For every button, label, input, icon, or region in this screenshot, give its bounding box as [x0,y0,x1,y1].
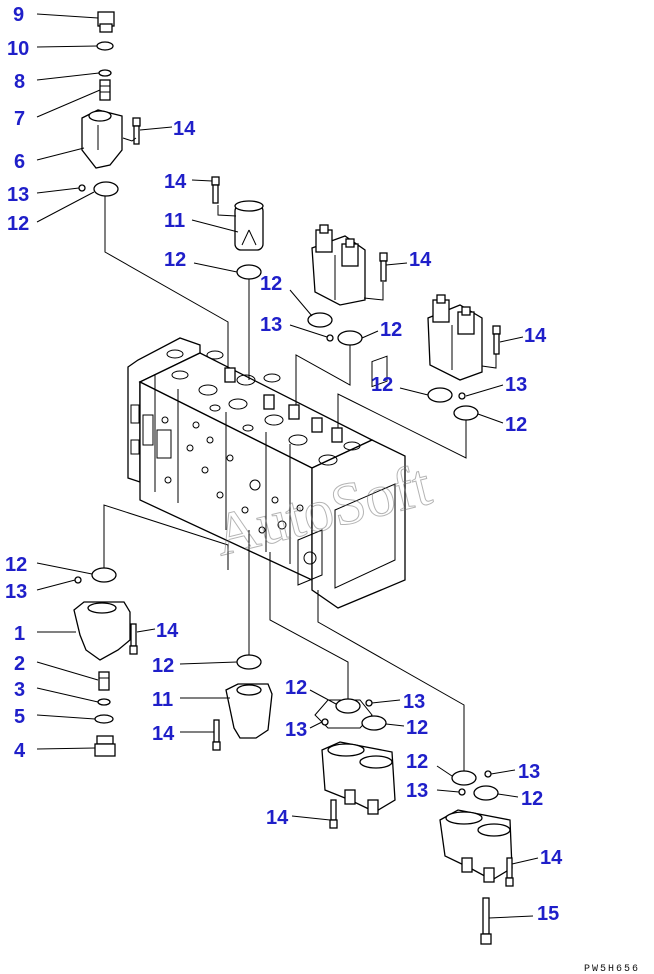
drawing-code: PW5H656 [584,964,640,974]
callout-14: 14 [409,249,432,271]
part-10-o-ring [96,41,114,51]
callout-12: 12 [5,554,27,576]
part-14-bolt-g [329,799,338,829]
solenoid-valve-lower-a [321,741,396,815]
part-12-o-ring-i [335,698,361,714]
part-12-o-ring-d [337,330,363,346]
callout-12: 12 [7,213,29,235]
callout-12: 12 [406,751,428,773]
solenoid-valve-upper-a [311,224,366,306]
part-12-o-ring-e [427,387,453,403]
callout-14: 14 [156,620,179,642]
part-11-cover-b [225,683,273,739]
callout-6: 6 [14,151,25,173]
part-13-o-ring-b [326,334,334,342]
callout-13: 13 [406,780,428,802]
callout-13: 13 [5,581,27,603]
callout-14: 14 [173,118,196,140]
part-6-block [81,109,123,169]
callout-5: 5 [14,706,25,728]
leader-lines [36,13,539,919]
callout-12: 12 [152,655,174,677]
part-14-bolt-e [129,623,138,655]
callout-labels: 9 10 8 7 6 14 13 12 14 11 12 14 12 13 12… [5,4,563,925]
callout-14: 14 [524,325,547,347]
part-12-o-ring-j [361,715,387,731]
part-8-o-ring [98,69,112,77]
part-4-plug [94,735,116,757]
callout-13: 13 [7,184,29,206]
callout-12: 12 [260,273,282,295]
part-7-valve [99,79,111,101]
callout-14: 14 [540,847,563,869]
callout-13: 13 [260,314,282,336]
callout-1: 1 [14,623,25,645]
part-14-bolt-d [492,325,501,355]
part-13-o-ring-a [78,184,86,192]
part-15-bolt [480,897,492,945]
part-12-o-ring-c [307,312,333,328]
part-14-bolt-c [379,252,388,282]
callout-12: 12 [371,374,393,396]
part-9-plug [97,11,115,33]
callout-7: 7 [14,108,25,130]
part-2-valve [98,671,110,691]
part-12-o-ring-h [236,654,262,670]
callout-4: 4 [14,740,26,762]
callout-14: 14 [164,171,187,193]
part-13-o-ring-g [484,770,492,778]
callout-10: 10 [7,38,29,60]
control-valve-body [127,337,406,609]
callout-13: 13 [403,691,425,713]
callout-13: 13 [285,719,307,741]
callout-2: 2 [14,653,25,675]
part-5-o-ring [94,714,114,724]
callout-8: 8 [14,71,25,93]
part-12-o-ring-a [93,181,119,197]
callout-12: 12 [406,717,428,739]
callout-11: 11 [164,210,185,232]
part-1-block [73,601,131,661]
callout-12: 12 [521,788,543,810]
solenoid-valve-lower-b [439,809,513,883]
part-12-o-ring-k [451,770,477,786]
callout-13: 13 [505,374,527,396]
part-13-o-ring-c [458,392,466,400]
part-13-o-ring-f [321,718,329,726]
callout-12: 12 [380,319,402,341]
callout-12: 12 [505,414,527,436]
callout-15: 15 [537,903,559,925]
part-14-bolt-b [211,176,220,204]
callout-3: 3 [14,679,25,701]
callout-12: 12 [164,249,186,271]
part-11-cover-a [234,200,264,251]
callout-14: 14 [266,807,289,829]
part-12-o-ring-b [236,264,262,280]
part-12-o-ring-l [473,785,499,801]
part-14-bolt-h [505,857,514,887]
solenoid-valve-upper-b [427,294,483,381]
part-13-o-ring-h [458,788,466,796]
part-3-o-ring [97,698,111,706]
part-13-o-ring-d [74,576,82,584]
part-13-o-ring-e [365,699,373,707]
part-12-o-ring-g [91,567,117,583]
part-12-o-ring-f [453,405,479,421]
callout-11: 11 [152,689,173,711]
part-14-bolt-a [132,117,141,145]
callout-9: 9 [13,4,24,26]
callout-13: 13 [518,761,540,783]
callout-12: 12 [285,677,307,699]
callout-14: 14 [152,723,175,745]
part-14-bolt-f [212,719,221,751]
